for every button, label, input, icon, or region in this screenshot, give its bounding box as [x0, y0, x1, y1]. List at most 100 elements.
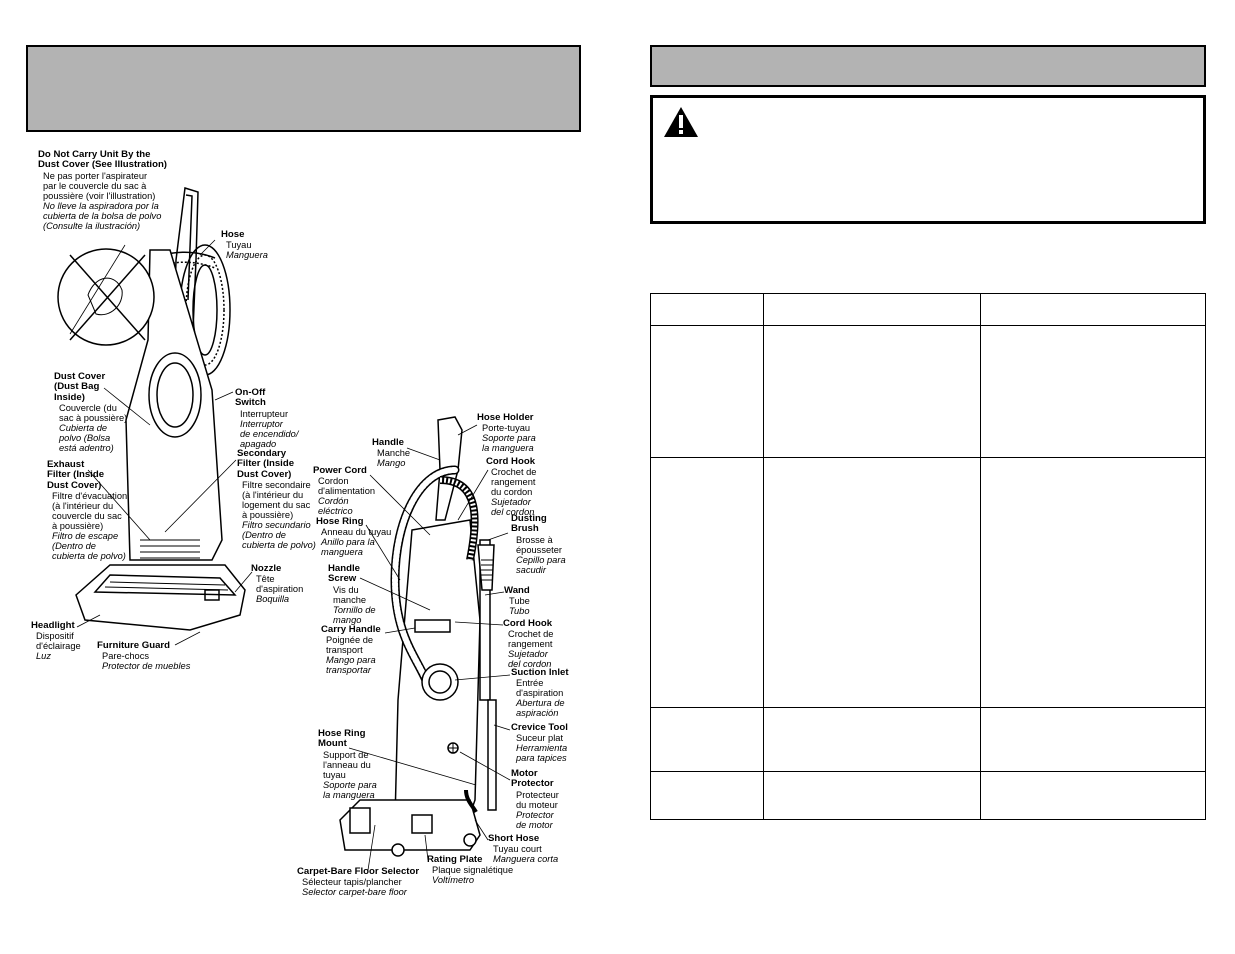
right-title-bar [650, 45, 1206, 87]
callout-french-text: poussière (voir l'illustration) [43, 190, 156, 201]
callout-spanish-text: del cordon [508, 659, 552, 670]
callout-spanish-text: Cubierta de [59, 423, 108, 434]
callout-french-text: à poussière) [52, 521, 104, 532]
table-cell [980, 707, 1206, 772]
callout-french-text: Filtre d'évacuation [52, 491, 128, 502]
callout-french-text: Dispositif [36, 631, 74, 642]
callout-french-text: transport [326, 645, 363, 656]
callout-spanish-text: Cordón [318, 496, 349, 507]
callout-spanish-text: polvo (Bolsa [59, 433, 111, 444]
callout-english-text: Carpet-Bare Floor Selector [297, 866, 420, 877]
callout-english-text: Do Not Carry Unit By the [38, 149, 151, 160]
callout-english-text: Handle [328, 563, 360, 574]
callout-english-text: Dust Cover) [237, 468, 292, 480]
callout-french-text: rangement [491, 477, 536, 488]
callout-english-text: Motor [511, 768, 538, 779]
callout-spanish-text: Filtro de escape [52, 531, 119, 542]
callout-spanish-text: eléctrico [318, 506, 353, 517]
callout-english-text: Dust Cover (See Illustration) [38, 159, 168, 171]
callout-english-text: Handle [372, 437, 404, 448]
callout-english-text: Cord Hook [486, 456, 536, 467]
left-title-bar [26, 45, 581, 132]
callout-spanish-text: de encendido/ [240, 428, 299, 439]
callout-english-text: Dusting [511, 513, 547, 524]
callout-spanish-text: cubierta de la bolsa de polvo [43, 210, 162, 221]
callout-french-text: (à l'intérieur du [52, 501, 114, 512]
callout-english-text: (Dust Bag [54, 381, 100, 393]
callout-spanish-text: Luz [36, 651, 51, 662]
callout-english-text: Crevice Tool [511, 722, 568, 733]
callout-french-text: Poignée de [326, 635, 374, 646]
callout-spanish-text: apagado [240, 438, 277, 449]
callout-french-text: Protecteur [516, 789, 559, 800]
callout-french-text: du moteur [516, 799, 558, 810]
callout-spanish-text: cubierta de polvo) [52, 551, 126, 562]
callout-spanish-text: (Dentro de [242, 530, 286, 541]
callout-spanish-text: Tornillo de [333, 604, 376, 615]
callout-french-text: d'aspiration [516, 688, 564, 699]
callout-spanish-text: la manguera [482, 443, 534, 454]
callout-spanish-text: manguera [321, 547, 363, 558]
callout-french-text: (à l'intérieur du [242, 490, 304, 501]
callout-english-text: Protector [511, 778, 554, 790]
callout-french-text: Manche [377, 448, 411, 459]
callout-french-text: Sélecteur tapis/plancher [302, 877, 402, 888]
callout-english-text: Exhaust [47, 459, 85, 470]
warning-box [650, 95, 1206, 224]
callout-english-text: Hose Ring [318, 728, 366, 739]
callout-english-text: Switch [235, 397, 266, 409]
callout-french-text: l'anneau du [323, 759, 371, 770]
callout-english-text: Short Hose [488, 833, 540, 844]
callout-spanish-text: Soporte para [482, 433, 536, 444]
callout-english-text: Screw [328, 573, 357, 585]
callout-spanish-text: Mango para [326, 655, 376, 666]
callout-english-text: On-Off [235, 387, 266, 398]
callout-spanish-text: (Dentro de [52, 541, 96, 552]
table-cell [762, 325, 982, 458]
table-cell [980, 457, 1206, 708]
table-header-cell [762, 293, 982, 326]
table-cell [650, 325, 764, 458]
table-row [650, 771, 1206, 820]
callout-french-text: Filtre secondaire [242, 480, 311, 491]
callout-french-text: d'aspiration [256, 584, 304, 595]
callout-spanish-text: de motor [516, 819, 553, 830]
table-header-cell [650, 293, 764, 326]
callout-spanish-text: Protector de muebles [102, 661, 191, 672]
table-cell [650, 771, 764, 820]
callout-spanish-text: No lleve la aspiradora por la [43, 200, 159, 211]
callout-french-text: d'éclairage [36, 641, 81, 652]
table-cell [762, 457, 982, 708]
callout-spanish-text: Interruptor [240, 418, 283, 429]
callout-spanish-text: Sujetador [491, 497, 531, 508]
callout-english-text: Secondary [237, 448, 287, 459]
callout-spanish-text: (Consulte la ilustración) [43, 220, 141, 231]
table-row [650, 457, 1206, 708]
callout-french-text: logement du sac [242, 500, 311, 511]
callout-spanish-text: sacudir [516, 564, 546, 575]
callout-spanish-text: para tapices [516, 753, 567, 764]
callout-french-text: Tube [509, 596, 530, 607]
callout-french-text: Tuyau court [493, 844, 542, 855]
callout-spanish-text: aspiración [516, 708, 559, 719]
callout-english-text: Rating Plate [427, 854, 483, 865]
table-header-row [650, 293, 1206, 326]
callout-french-text: tuyau [323, 769, 346, 780]
callout-spanish-text: Soporte para [323, 779, 377, 790]
callout-french-text: Crochet de [491, 467, 537, 478]
callout-english-text: Headlight [31, 620, 75, 631]
callout-spanish-text: del cordon [491, 507, 535, 518]
callout-french-text: Ne pas porter l'aspirateur [43, 170, 148, 181]
